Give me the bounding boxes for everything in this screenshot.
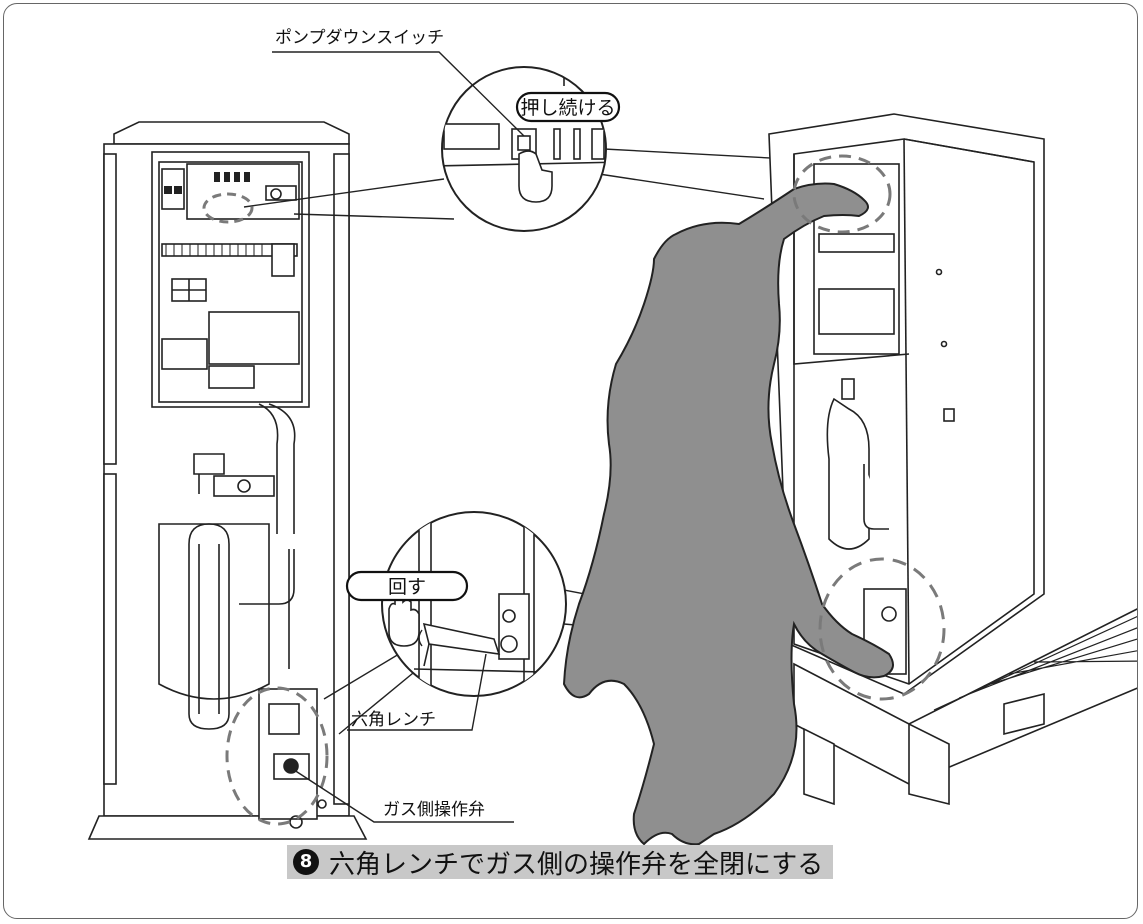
hex-wrench-label: 六角レンチ [351, 710, 436, 730]
gas-valve-callout: ガス側操作弁 [290, 767, 514, 823]
right-unit [768, 113, 1137, 806]
valve-highlight-left [225, 686, 329, 826]
turn-pill [345, 570, 469, 602]
pump-down-switch-callout: ポンプダウンスイッチ [272, 28, 525, 137]
left-unit [87, 121, 368, 840]
step-caption: 8 六角レンチでガス側の操作弁を全閉にする [287, 845, 834, 880]
keep-pressing-label: 押し続ける [520, 97, 615, 119]
turn-label: 回す [388, 576, 426, 598]
step-caption-text: 六角レンチでガス側の操作弁を全閉にする [329, 849, 824, 880]
gas-valve-label: ガス側操作弁 [383, 800, 485, 820]
pump-down-switch-label: ポンプダウンスイッチ [275, 28, 444, 48]
hex-wrench-callout: 六角レンチ [347, 653, 487, 731]
valve-highlight-right [818, 557, 946, 701]
person-silhouette [562, 182, 894, 846]
keep-pressing-pill [515, 91, 621, 123]
step-number-badge: 8 [293, 849, 319, 875]
zoom-circle-valve: 回す [345, 511, 567, 697]
rotate-arrow-icon [418, 629, 423, 647]
diagram-canvas: 押し続ける ポンプダウンスイッチ 回す 六角レンチ ガス側操作弁 [87, 28, 1137, 846]
zoom-circle-switch: 押し続ける [441, 66, 621, 232]
illustration-frame: 押し続ける ポンプダウンスイッチ 回す 六角レンチ ガス側操作弁 [3, 3, 1138, 919]
switch-highlight-right [792, 154, 892, 234]
switch-highlight [202, 192, 254, 224]
